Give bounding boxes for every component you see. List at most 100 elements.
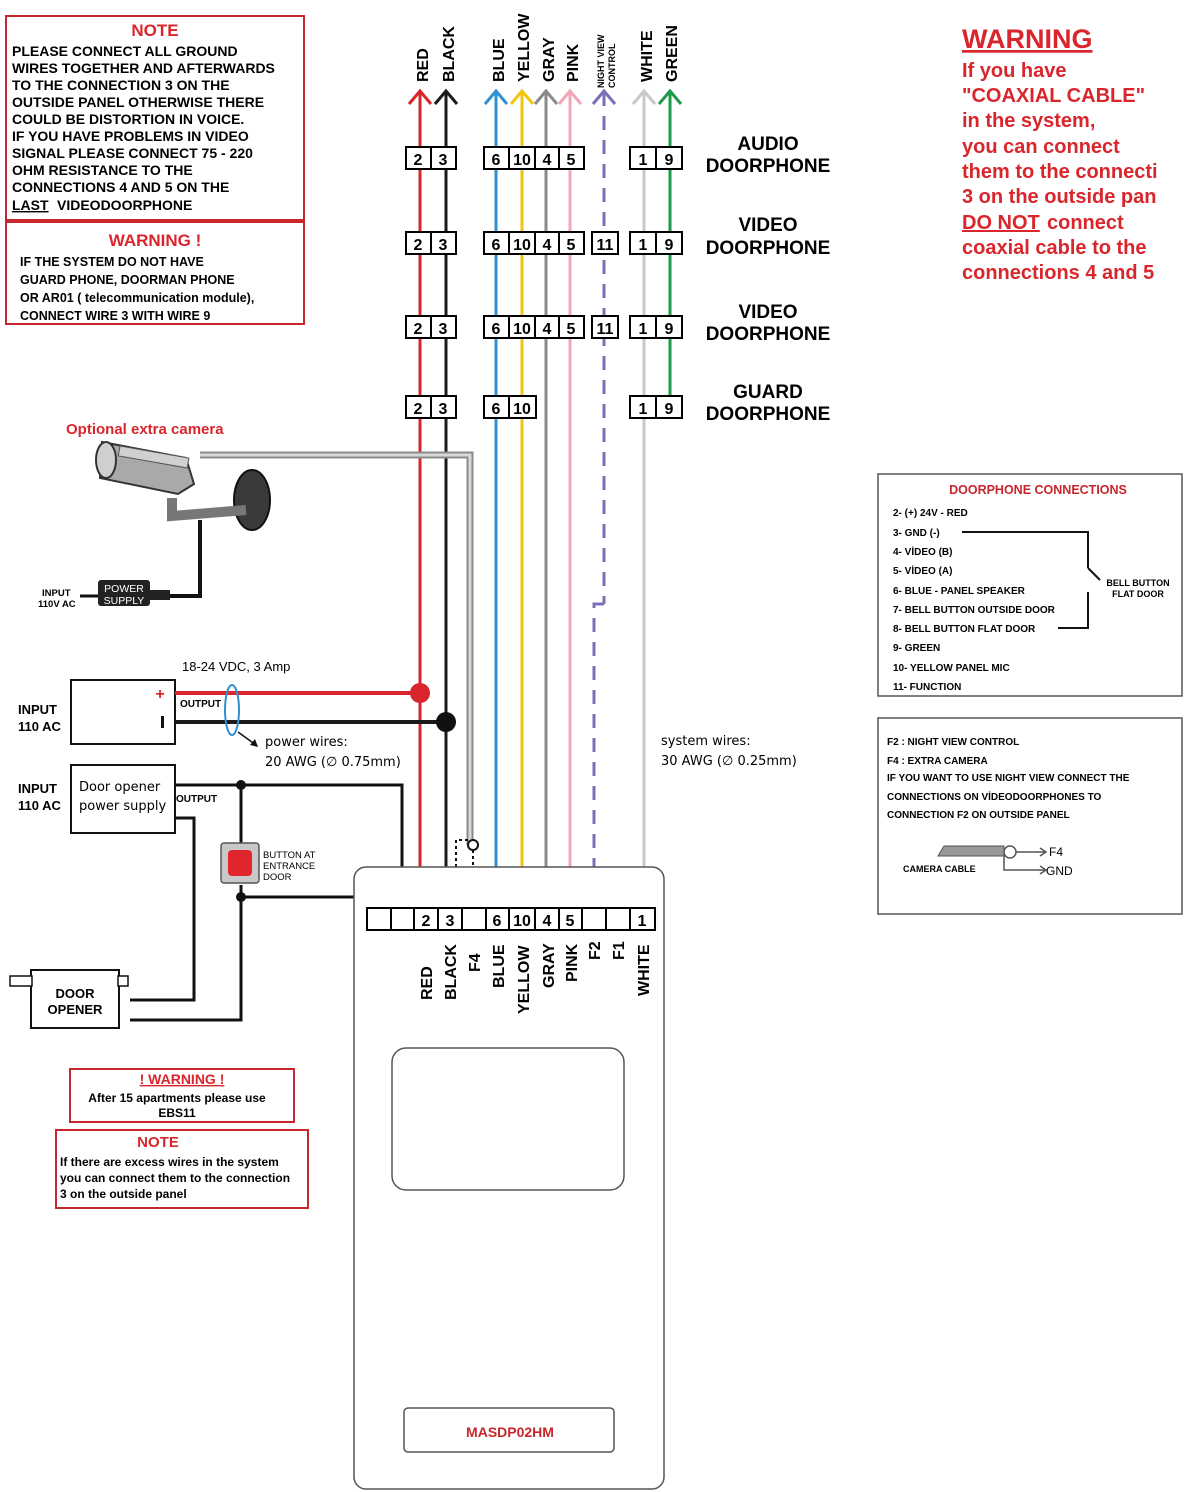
panel-terminal: 5 [566,913,575,930]
camera-mount-icon [233,469,271,531]
extra-camera: Optional extra camera [66,421,271,531]
terminal-number: 2 [414,237,423,254]
gnd-label: GND [1046,864,1073,878]
plus-terminal-icon: + [155,686,164,703]
pointer-arrow-icon [250,739,258,747]
output-label: OUTPUT [180,699,221,710]
warning-coaxial-line: connections 4 and 5 [962,262,1154,284]
blue-arrow-icon [483,88,509,105]
yellow-arrow-icon [509,88,535,105]
wire-label: RED [415,48,432,82]
arrow-right-icon [1039,865,1048,875]
power-supply-label: POWER [104,583,144,595]
terminal-number: 10 [513,152,531,169]
wire-label: NIGHT VIEW [596,34,606,88]
input-label: 110 AC [18,719,61,734]
connection-item: 11- FUNCTION [893,682,961,693]
terminal-number: 6 [492,152,501,169]
note-bottom-line: you can connect them to the connection [60,1171,290,1185]
warning-coaxial-line: If you have [962,60,1066,82]
connection-item: 2- (+) 24V - RED [893,508,968,519]
warning-line: GUARD PHONE, DOORMAN PHONE [20,273,235,287]
gray-arrow-icon [533,88,559,105]
terminal-number: 3 [439,401,448,418]
warning-coaxial-line: 3 on the outside pan [962,186,1156,208]
camera-input-label: INPUT [42,588,71,599]
door-opener-label: DOOR [56,986,96,1001]
panel-wire-label: BLUE [491,944,508,988]
f-box-line: IF YOU WANT TO USE NIGHT VIEW CONNECT TH… [887,773,1130,784]
door-opener-ps-label: power supply [79,799,166,814]
button-label: ENTRANCE [263,861,315,872]
note-line: WIRES TOGETHER AND AFTERWARDS [12,60,275,76]
f-box-line: F2 : NIGHT VIEW CONTROL [887,737,1019,748]
wire-bundle-icon [224,684,240,736]
terminal-number: 2 [414,401,423,418]
terminal-number: 6 [492,401,501,418]
doorphone-label: DOORPHONE [706,324,831,345]
power-supply-block [98,580,150,606]
wire-label: PINK [565,43,582,82]
wire-label: GREEN [664,25,681,82]
model-plate [403,1407,615,1453]
camera-cable-icon [937,845,1005,857]
door-opener-label: OPENER [48,1002,104,1017]
doorphone-row-video-2: 2 3 6 10 4 5 11 1 9 VIDEO DOORPHONE [405,302,831,345]
note-box-bottom: NOTE If there are excess wires in the sy… [55,1129,309,1209]
f-box-line: F4 : EXTRA CAMERA [887,756,988,767]
terminal-number: 10 [513,321,531,338]
doorphone-label: DOORPHONE [706,156,831,177]
panel-wire-label: PINK [564,943,581,982]
terminal-number: 11 [597,237,614,254]
wire-label: GRAY [541,37,558,82]
warning-coaxial: WARNING If you have "COAXIAL CABLE" in t… [962,24,1158,284]
camera-label: Optional extra camera [66,421,224,438]
outside-panel: MASDP02HM 2 3 6 10 4 5 1 RED BLACK F4 BL… [353,866,665,1490]
doorphone-row-guard: 2 3 6 10 1 9 GUARD DOORPHONE [405,382,830,425]
f-connections-box: F2 : NIGHT VIEW CONTROL F4 : EXTRA CAMER… [877,717,1183,915]
terminal-number: 5 [567,321,576,338]
pink-arrow-icon [557,88,583,105]
output-label: OUTPUT [176,794,217,805]
opener-wire-b [130,816,196,1002]
main-power-supply: 18-24 VDC, 3 Amp INPUT 110 AC + OUTPUT p… [18,659,456,770]
terminal-number: 4 [543,237,552,254]
night-arrow-icon [591,88,617,105]
camera-bracket-icon [167,498,247,522]
door-opener: DOOR OPENER [9,969,129,1029]
camera-power-supply: POWER SUPPLY INPUT 110V AC [38,520,202,610]
black-junction-icon [436,712,456,732]
door-opener-ps-label: Door opener [79,780,161,795]
camera-hood-icon [117,445,190,469]
connection-item: 4- VİDEO (B) [893,545,952,558]
button-label: DOOR [263,872,292,883]
note-line: IF YOU HAVE PROBLEMS IN VIDEO [12,128,249,144]
doorphone-row-video-1: 2 3 6 10 4 5 11 1 9 VIDEO DOORPHONE [405,215,830,259]
terminal-number: 5 [567,152,576,169]
wire-label: YELLOW [516,13,533,82]
entrance-button: BUTTON AT ENTRANCE DOOR [220,842,316,884]
push-button-icon [228,850,252,876]
terminal-number: 2 [414,321,423,338]
terminal-number: 4 [543,152,552,169]
warning-bottom-line: EBS11 [158,1106,196,1120]
terminal-number: 3 [439,152,448,169]
system-wires-spec: 30 AWG (∅ 0.25mm) [661,754,797,769]
panel-wire-label: F1 [611,941,628,960]
note-bottom-title: NOTE [137,1134,179,1151]
terminal-number: 10 [513,401,531,418]
terminal-number: 6 [492,321,501,338]
panel-terminal: 3 [446,913,455,930]
door-opener-power-supply: INPUT 110 AC Door opener power supply OU… [18,764,404,1022]
panel-terminal: 6 [493,913,502,930]
wire-label: BLUE [491,38,508,82]
warning-line: CONNECT WIRE 3 WITH WIRE 9 [20,309,210,323]
warning-line: OR AR01 ( telecommunication module), [20,291,254,305]
camera-cable-inner [200,453,472,845]
connections-title: DOORPHONE CONNECTIONS [949,483,1127,497]
warning-box-top: WARNING ! IF THE SYSTEM DO NOT HAVE GUAR… [5,221,305,325]
input-label: INPUT [18,781,57,796]
f-box-line: CONNECTION F2 ON OUTSIDE PANEL [887,810,1070,821]
bell-wire-icon [1058,592,1089,629]
warning-box-bottom: ! WARNING ! After 15 apartments please u… [69,1068,295,1123]
